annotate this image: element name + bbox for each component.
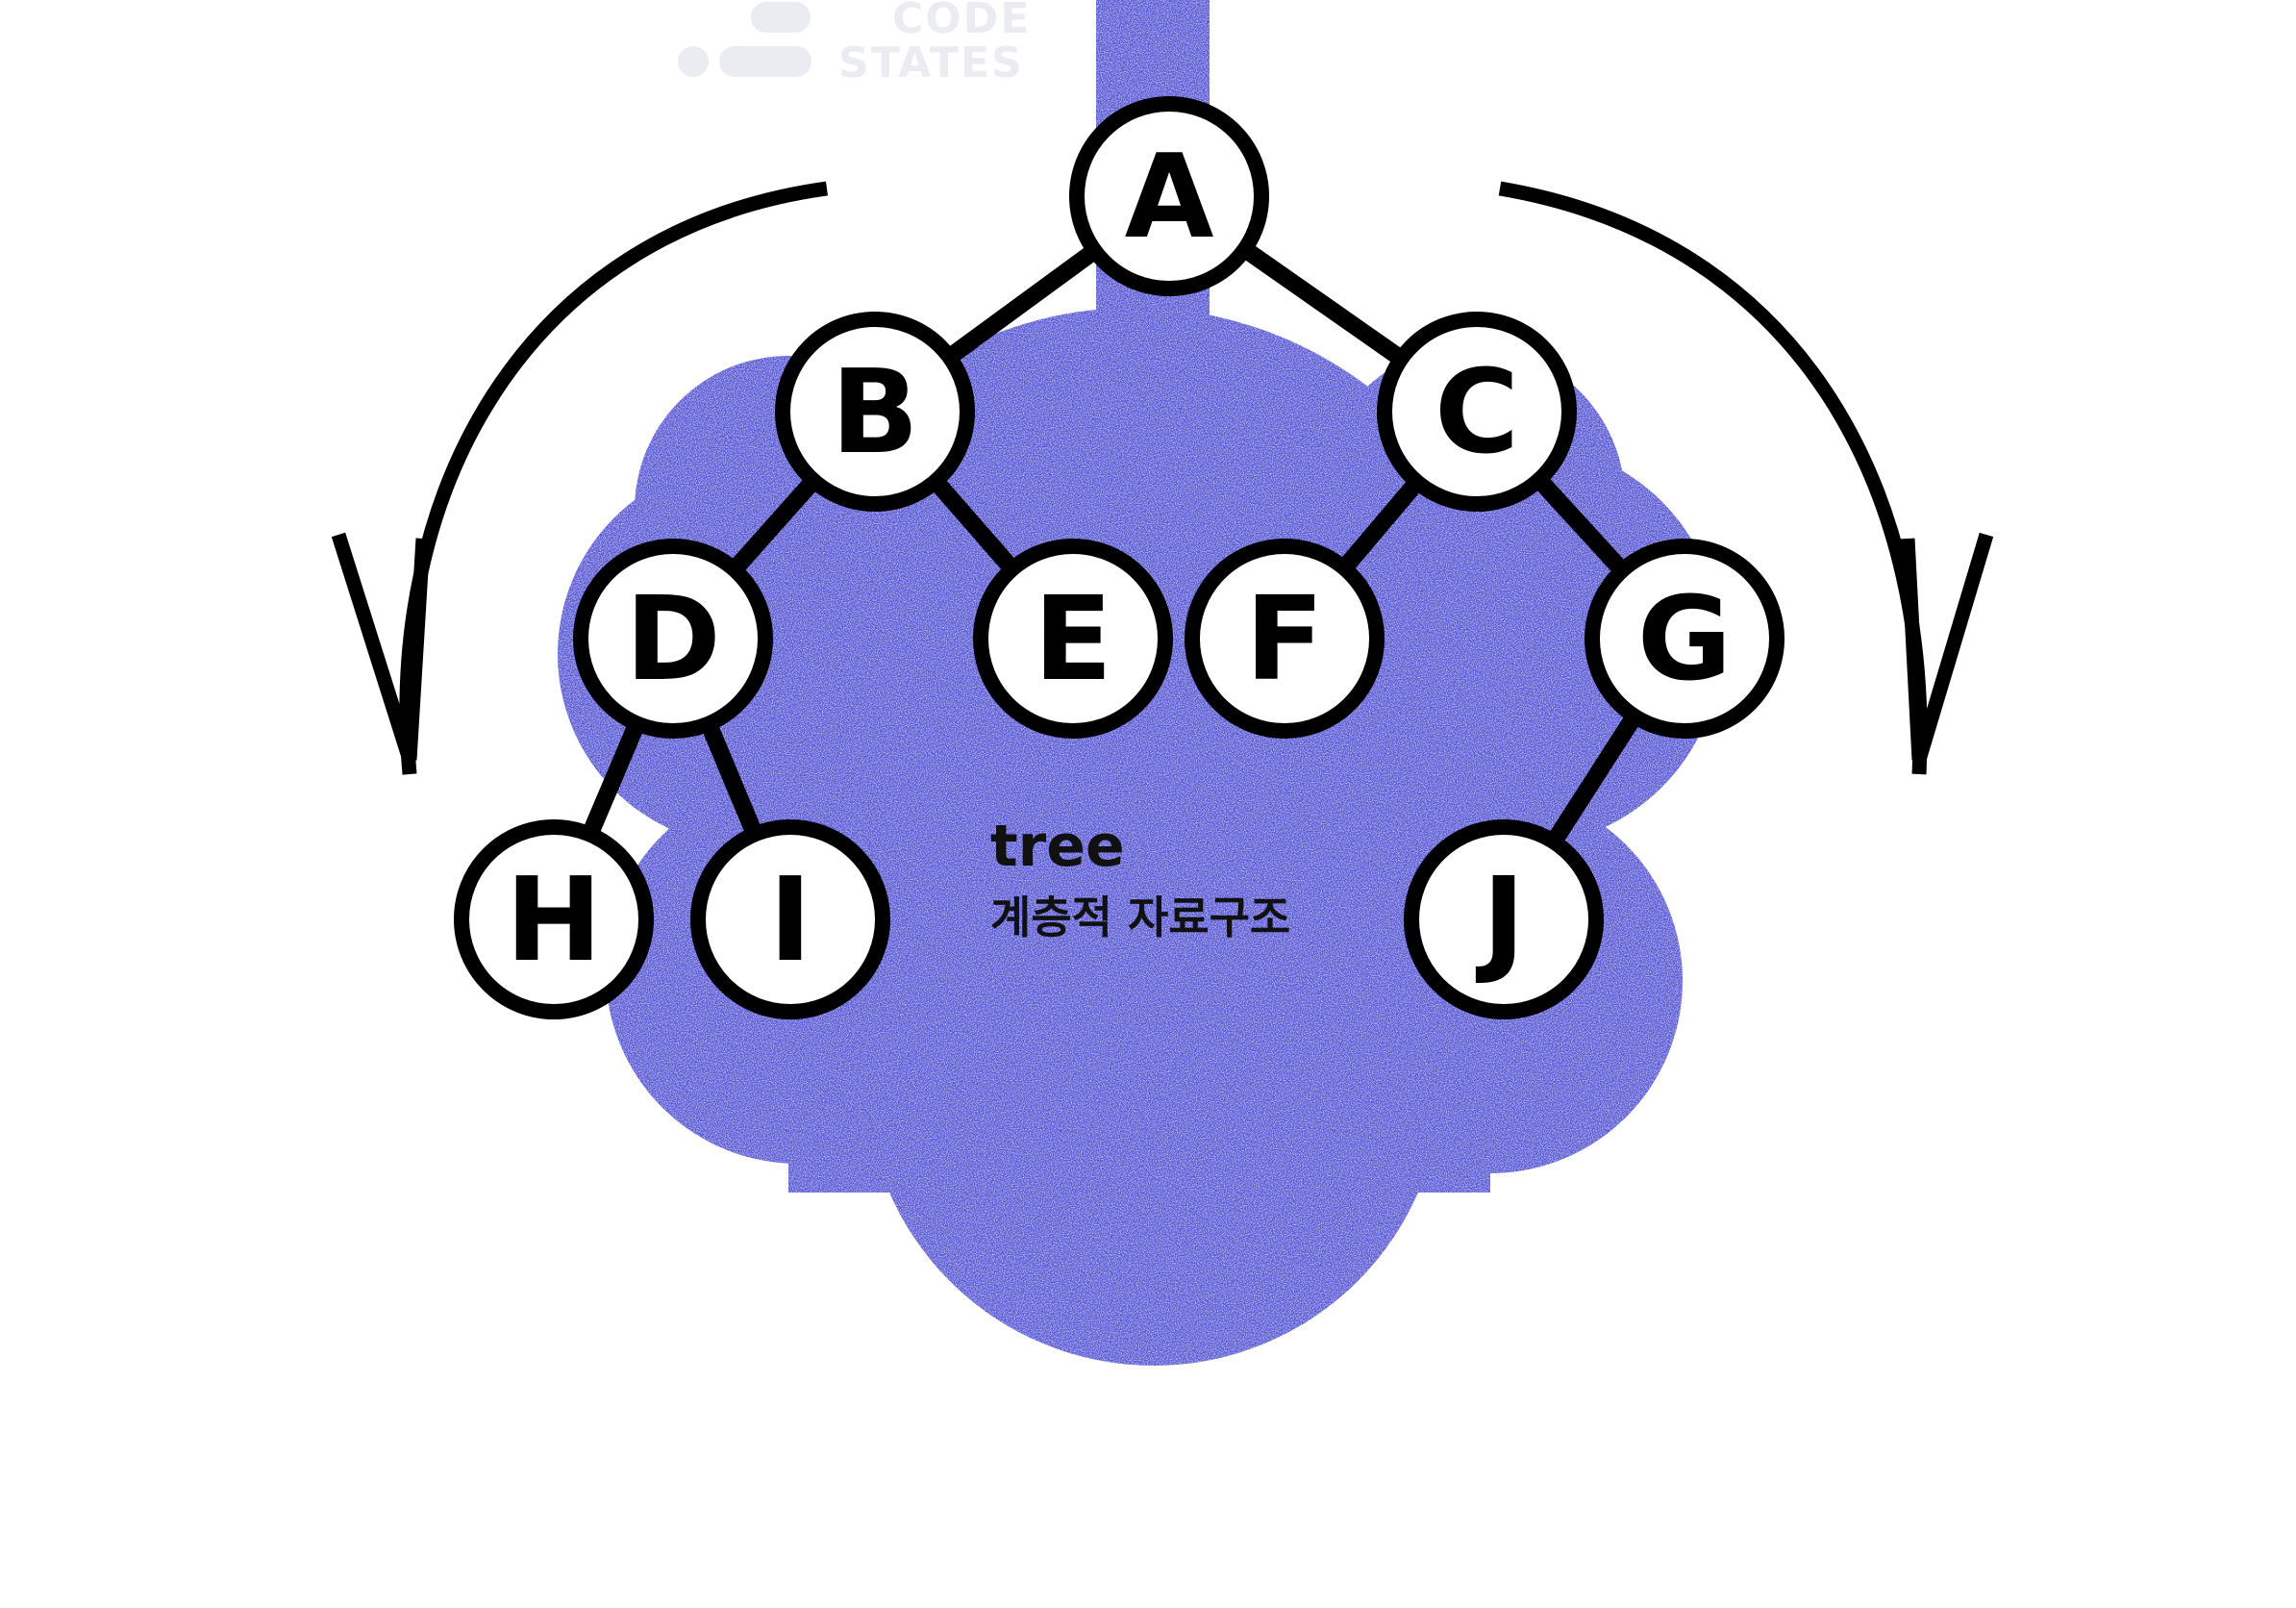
node-e: E (973, 539, 1173, 739)
node-label: F (1245, 573, 1324, 707)
node-d: D (573, 539, 773, 739)
left-arrow-head (331, 532, 431, 763)
caption: tree 계층적 자료구조 (990, 813, 1290, 943)
blob-core (788, 789, 1490, 1193)
logo-pill-top (751, 2, 811, 33)
node-circle (1185, 539, 1385, 739)
node-label: G (1637, 573, 1733, 707)
node-label: D (625, 573, 721, 707)
node-j: J (1404, 819, 1604, 1019)
node-circle (1377, 312, 1577, 512)
code-states-logo: CODE STATES (678, 0, 1031, 88)
logo-line-1: CODE (892, 0, 1031, 43)
node-circle (1404, 819, 1604, 1019)
node-label: C (1435, 346, 1519, 480)
node-c: C (1377, 312, 1577, 512)
node-circle (775, 312, 975, 512)
node-circle (454, 819, 654, 1019)
caption-subtitle: 계층적 자료구조 (990, 892, 1290, 943)
node-a: A (1069, 96, 1269, 296)
right-arrow-head (1900, 532, 1994, 763)
node-circle (690, 819, 890, 1019)
node-label: A (1125, 131, 1214, 264)
left-curved-arrow (331, 181, 829, 775)
node-circle (1585, 539, 1784, 739)
node-circle (573, 539, 773, 739)
node-i: I (690, 819, 890, 1019)
node-circle (973, 539, 1173, 739)
node-label: H (506, 854, 602, 988)
node-circle (1069, 96, 1269, 296)
logo-pill-bottom (719, 46, 811, 77)
node-label: E (1034, 573, 1112, 707)
caption-title: tree (990, 813, 1125, 880)
node-g: G (1585, 539, 1784, 739)
logo-dot (678, 46, 709, 77)
node-label: I (769, 854, 812, 988)
node-label: J (1476, 854, 1526, 988)
logo-line-2: STATES (838, 38, 1024, 88)
node-h: H (454, 819, 654, 1019)
node-b: B (775, 312, 975, 512)
right-curved-arrow (1498, 181, 1994, 775)
node-label: B (831, 346, 918, 480)
node-f: F (1185, 539, 1385, 739)
